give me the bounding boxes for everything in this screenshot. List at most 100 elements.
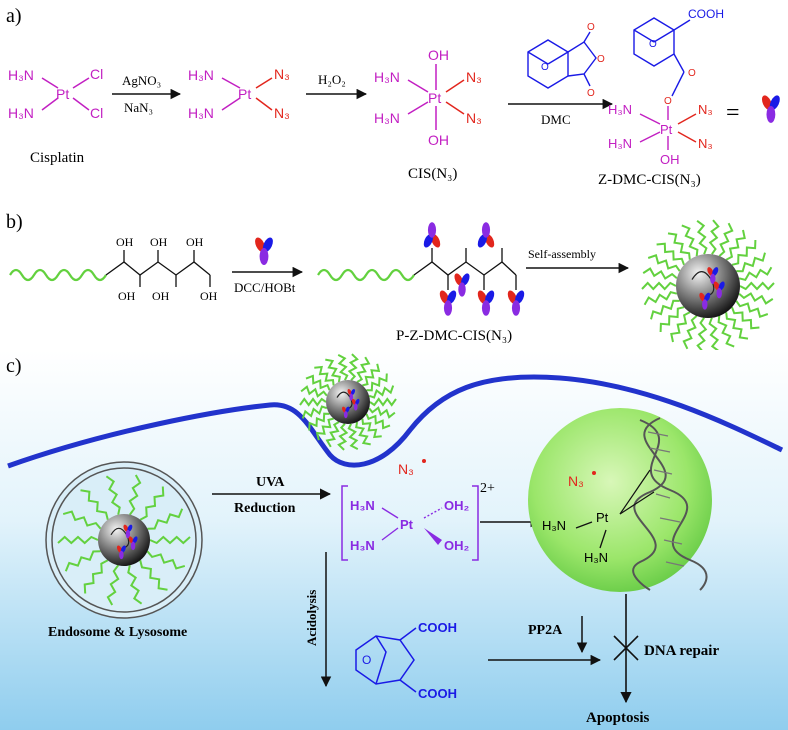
- peg-chain: [650, 299, 680, 320]
- product-n3-top: N₃: [698, 102, 713, 117]
- svg-text:O: O: [688, 68, 696, 79]
- peg-chain: [708, 317, 720, 353]
- peg-chain: [80, 489, 109, 520]
- micelle-nanoparticle: [641, 219, 775, 353]
- diazido-n3-bottom: N₃: [274, 105, 290, 121]
- diazido-structure: H₃N H₃N Pt N₃ N₃: [188, 66, 290, 121]
- peg-chain: [642, 267, 678, 280]
- cisplatin-h3n-bottom: H₃N: [8, 105, 34, 121]
- dna-adduct-h3n-bottom: H₃N: [584, 550, 608, 565]
- cisplatin-structure: H₃N H₃N Pt Cl Cl Cisplatin: [8, 66, 103, 166]
- apoptosis-label: Apoptosis: [586, 710, 650, 726]
- peg-chain: [57, 535, 99, 545]
- n3-radical-2: N₃: [568, 473, 584, 489]
- peg-chain: [659, 306, 685, 333]
- peg-chain: [305, 374, 331, 391]
- arrow2-top-label: H₂O₂: [318, 72, 346, 87]
- endosome: [45, 461, 203, 619]
- peg-chain: [106, 564, 120, 606]
- peg-chain: [337, 354, 349, 381]
- peg-chain: [347, 353, 359, 381]
- peg-chain: [696, 219, 708, 255]
- peg-chain: [667, 232, 691, 260]
- peg-chain: [139, 486, 165, 521]
- peg-chain: [365, 413, 391, 430]
- nucleus-dna-sphere: H₃N H₃N Pt N₃: [528, 408, 712, 592]
- diazido-pt: Pt: [238, 86, 251, 102]
- svg-text:O: O: [587, 88, 595, 99]
- drug-icon-legend: [759, 93, 782, 123]
- peg-chain: [738, 266, 773, 282]
- peg-chain: [139, 560, 168, 591]
- peg-chain: [368, 406, 396, 419]
- peg-chain: [347, 423, 359, 450]
- cis-n3-oh-bottom: OH: [428, 132, 449, 148]
- peg-chain: [308, 412, 330, 431]
- equals-sign: =: [726, 100, 740, 126]
- peg-chain: [83, 559, 109, 594]
- peg-chain: [314, 365, 335, 386]
- arrow1-top-label: AgNO₃: [122, 73, 161, 88]
- reduction-label: Reduction: [234, 501, 296, 516]
- arrow1-bottom-label: NaN₃: [124, 100, 153, 115]
- micelle-on-membrane: [299, 353, 397, 451]
- oh-label-6: OH: [200, 289, 218, 303]
- peg-chain: [725, 229, 746, 261]
- cis-n3-n3-bottom: N₃: [466, 110, 482, 126]
- arrow-b1-bottom-label: DCC/HOBt: [234, 280, 296, 295]
- panel-c-label: c): [6, 355, 22, 377]
- arrow3-bottom-label: DMC: [541, 112, 571, 127]
- peg-chain: [62, 510, 102, 530]
- peg-chain: [731, 239, 757, 266]
- svg-text:O: O: [587, 22, 595, 33]
- cisplatin-caption: Cisplatin: [30, 150, 85, 166]
- peg-chain: [696, 317, 708, 353]
- complex-h3n-top: H₃N: [350, 498, 375, 513]
- peg-chain: [64, 550, 101, 572]
- conjugate-caption: P-Z-DMC-CIS(N₃): [396, 328, 512, 344]
- peg-chain: [738, 292, 774, 305]
- inhibition-x-icon: [613, 635, 639, 661]
- complex-pt: Pt: [400, 517, 414, 532]
- acid-bridge-o: O: [362, 653, 371, 667]
- product-h3n-bottom: H₃N: [608, 136, 632, 151]
- product-pt: Pt: [660, 122, 673, 137]
- peg-chain: [718, 222, 734, 257]
- peg-chain: [647, 254, 681, 272]
- micelle-core: [676, 254, 740, 318]
- peg-chain: [739, 281, 775, 291]
- peg-chain: [708, 219, 720, 255]
- oh-label-2: OH: [118, 289, 136, 303]
- cisplatin-pt: Pt: [56, 86, 69, 102]
- cis-n3-h3n-top: H₃N: [374, 69, 400, 85]
- peg-chain: [146, 550, 186, 570]
- peg-chain: [356, 356, 371, 383]
- n3-radical-1: N₃: [398, 461, 414, 477]
- peg-chain: [670, 311, 691, 343]
- peg-chain: [643, 290, 678, 306]
- product-bridge-o: O: [649, 39, 657, 50]
- dna-adduct-pt: Pt: [596, 510, 609, 525]
- peg-chain: [300, 385, 328, 398]
- diazido-n3-top: N₃: [274, 66, 290, 82]
- peg-chain: [128, 474, 142, 516]
- pt-aqua-complex: H₃N H₃N Pt OH₂ OH₂ 2+: [341, 481, 495, 561]
- peg-chain: [147, 508, 184, 530]
- acidolysis-label: Acidolysis: [304, 590, 319, 646]
- oh-label-3: OH: [150, 235, 168, 249]
- cell-membrane: [7, 374, 784, 469]
- peg-chain: [682, 315, 698, 350]
- oh-label-1: OH: [116, 235, 134, 249]
- oh-label-4: OH: [152, 289, 170, 303]
- complex-oh2-bottom: OH₂: [444, 538, 470, 553]
- peg-chain: [735, 300, 769, 318]
- peg-chain: [368, 385, 395, 399]
- panel-b-label: b): [6, 211, 23, 233]
- endosome-caption: Endosome & Lysosome: [48, 625, 187, 640]
- peg-coil-left: [9, 268, 107, 282]
- peg-chain: [362, 363, 381, 387]
- peg-chain: [299, 397, 327, 407]
- diazido-h3n-bottom: H₃N: [188, 105, 214, 121]
- peg-chain: [301, 405, 328, 419]
